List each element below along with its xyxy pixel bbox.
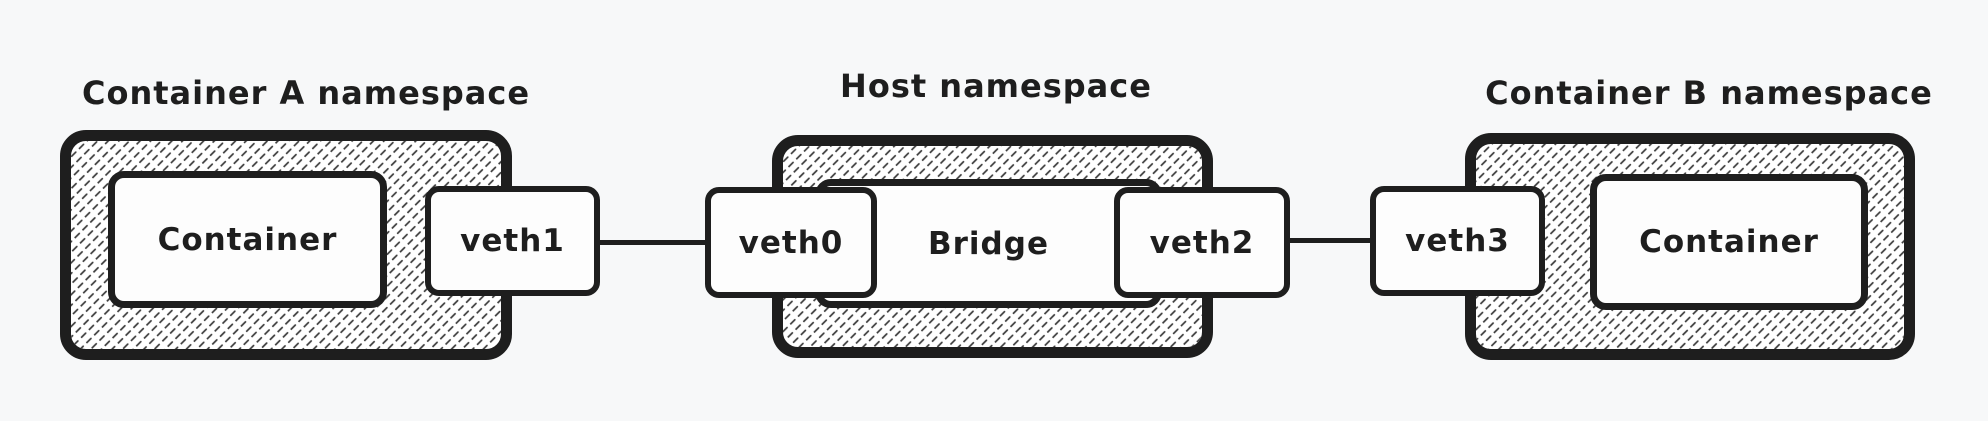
container-a-namespace-title: Container A namespace	[81, 74, 531, 112]
veth1-box: veth1	[425, 186, 600, 296]
veth3-label: veth3	[1405, 223, 1510, 259]
bridge-label: Bridge	[928, 225, 1049, 262]
container-b-label: Container	[1639, 224, 1819, 260]
veth3-box: veth3	[1370, 186, 1545, 296]
container-a-box: Container	[108, 171, 387, 308]
container-b-namespace-title: Container B namespace	[1485, 74, 1933, 112]
veth2-box: veth2	[1114, 187, 1290, 298]
veth1-label: veth1	[460, 223, 565, 259]
veth0-label: veth0	[738, 224, 844, 261]
container-b-box: Container	[1590, 174, 1868, 310]
veth1-veth0-connector	[596, 240, 710, 245]
veth2-veth3-connector	[1286, 238, 1375, 243]
veth2-label: veth2	[1149, 224, 1255, 261]
host-namespace-title: Host namespace	[840, 67, 1152, 105]
veth0-box: veth0	[705, 187, 877, 298]
container-a-label: Container	[157, 221, 338, 258]
